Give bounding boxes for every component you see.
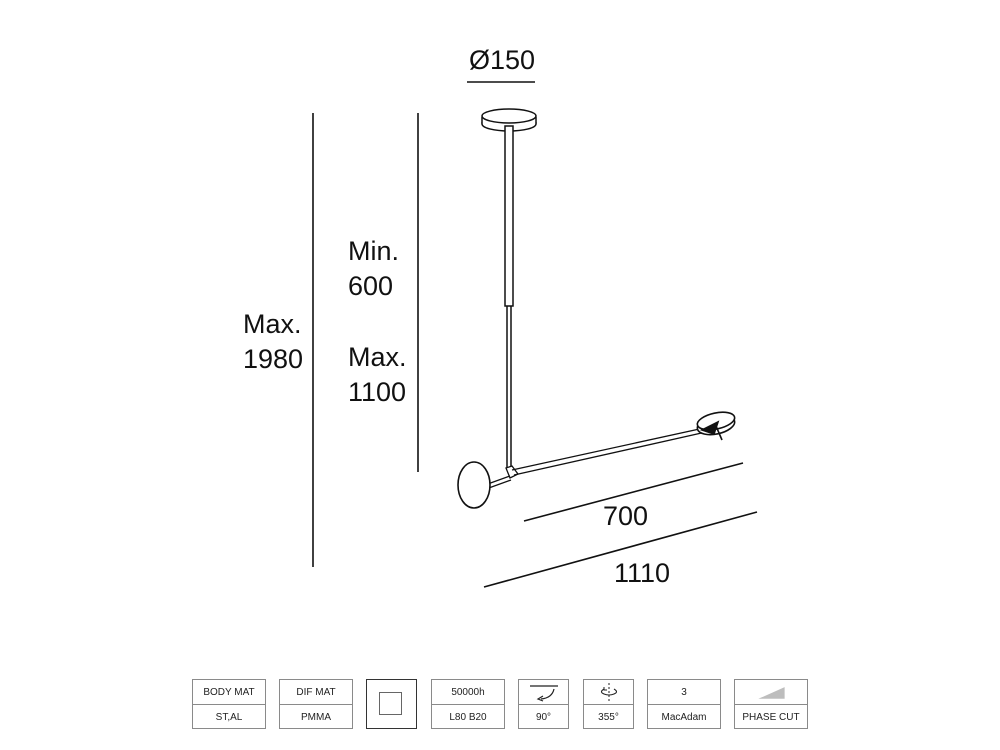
canopy-diameter-label: Ø150: [469, 45, 536, 75]
spec-value: PMMA: [301, 711, 331, 723]
spec-rotation: 355°: [583, 679, 634, 729]
spec-color-consistency: 3 MacAdam: [647, 679, 721, 729]
arm-length-label: 700: [603, 501, 649, 531]
rotation-axis-icon: [584, 680, 633, 705]
spec-diffuser-material: DIF MAT PMMA: [279, 679, 353, 729]
right-disc-head: [696, 411, 736, 441]
rod-max-label: Max.: [348, 342, 407, 372]
vertical-rod: [504, 125, 514, 470]
spec-label: BODY MAT: [193, 680, 265, 705]
rod-min-value: 600: [348, 271, 394, 301]
spec-label: DIF MAT: [280, 680, 352, 705]
tilt-arrow-icon: [519, 680, 568, 705]
spec-value: L80 B20: [449, 711, 487, 723]
technical-drawing: Ø150 Max. 1980 Min. 600 Max. 1100 700 11…: [243, 45, 758, 588]
total-length-label: 1110: [614, 558, 671, 588]
spec-body-material: BODY MAT ST,AL: [192, 679, 266, 729]
canopy: [481, 108, 537, 132]
spec-table: BODY MAT ST,AL DIF MAT PMMA 50000h L80 B…: [0, 679, 1000, 731]
total-length-line: [483, 511, 758, 588]
spec-label: 3: [648, 680, 720, 705]
spec-value: PHASE CUT: [742, 711, 800, 723]
spec-class-symbol: [366, 679, 417, 729]
spec-value: 355°: [598, 711, 619, 723]
lamp-drawing-svg: [312, 81, 758, 588]
dimmer-wedge-icon: [735, 680, 807, 705]
spec-lifetime: 50000h L80 B20: [431, 679, 505, 729]
overall-height-label: Max.: [243, 309, 302, 339]
spec-dimming: PHASE CUT: [734, 679, 808, 729]
overall-height-value: 1980: [243, 344, 304, 374]
left-disc-head: [457, 461, 491, 509]
spec-value: 90°: [535, 711, 552, 723]
spec-tilt: 90°: [518, 679, 569, 729]
horizontal-arm: [484, 427, 707, 490]
rod-min-label: Min.: [348, 236, 400, 266]
spec-value: ST,AL: [215, 711, 243, 723]
arm-length-line: [523, 462, 744, 522]
spec-value: MacAdam: [661, 711, 707, 723]
spec-label: 50000h: [432, 680, 504, 705]
ip-class-square-icon: [379, 692, 402, 715]
rod-max-value: 1100: [348, 377, 407, 407]
